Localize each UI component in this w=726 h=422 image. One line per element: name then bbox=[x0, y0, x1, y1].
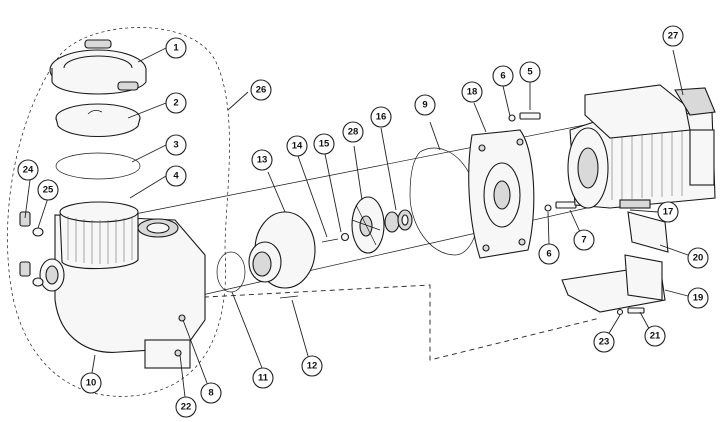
svg-text:23: 23 bbox=[599, 337, 610, 348]
drain-plug-part bbox=[19, 211, 44, 287]
svg-text:7: 7 bbox=[581, 235, 586, 246]
svg-text:27: 27 bbox=[668, 31, 679, 42]
svg-text:24: 24 bbox=[23, 165, 34, 176]
callout-19: 19 bbox=[687, 287, 709, 309]
svg-text:10: 10 bbox=[86, 378, 97, 389]
svg-text:6: 6 bbox=[546, 249, 551, 260]
svg-text:17: 17 bbox=[663, 207, 674, 218]
impeller-screw-part bbox=[321, 232, 350, 243]
svg-text:19: 19 bbox=[693, 293, 704, 304]
lid-part bbox=[55, 103, 141, 138]
seal-plate-part bbox=[468, 129, 535, 259]
callout-16: 16 bbox=[370, 106, 392, 128]
svg-text:2: 2 bbox=[173, 98, 178, 109]
callout-28: 28 bbox=[342, 121, 364, 143]
motor-part bbox=[567, 84, 716, 209]
callout-22: 22 bbox=[175, 396, 197, 418]
lid-ring-part bbox=[49, 39, 147, 95]
callout-8: 8 bbox=[200, 382, 222, 404]
callout-13: 13 bbox=[251, 149, 273, 171]
axis-line bbox=[129, 119, 611, 216]
svg-text:20: 20 bbox=[693, 253, 704, 264]
callout-24: 24 bbox=[17, 159, 39, 181]
shaft-seal-part bbox=[384, 209, 413, 233]
svg-text:22: 22 bbox=[181, 402, 192, 413]
callout-14: 14 bbox=[286, 135, 308, 157]
svg-text:28: 28 bbox=[348, 127, 359, 138]
callout-6-top: 6 bbox=[492, 65, 514, 87]
motor-support-part bbox=[561, 211, 669, 313]
svg-text:15: 15 bbox=[319, 139, 330, 150]
svg-text:18: 18 bbox=[467, 87, 478, 98]
callout-26: 26 bbox=[250, 79, 272, 101]
callout-5: 5 bbox=[519, 61, 541, 83]
callout-11: 11 bbox=[252, 367, 274, 389]
callout-23: 23 bbox=[593, 331, 615, 353]
callout-20: 20 bbox=[687, 247, 709, 269]
callout-18: 18 bbox=[461, 81, 483, 103]
svg-text:9: 9 bbox=[422, 100, 427, 111]
callout-1: 1 bbox=[165, 37, 187, 59]
svg-text:14: 14 bbox=[292, 141, 303, 152]
callout-25: 25 bbox=[37, 179, 59, 201]
diffuser-part bbox=[248, 211, 316, 289]
mounting-bolt-part bbox=[508, 112, 577, 212]
svg-text:4: 4 bbox=[173, 171, 179, 182]
callout-6-bottom: 6 bbox=[538, 243, 560, 265]
support-screw-part bbox=[616, 307, 645, 316]
strainer-group-boundary bbox=[7, 27, 230, 397]
callout-3: 3 bbox=[165, 134, 187, 156]
svg-text:8: 8 bbox=[208, 388, 213, 399]
callout-10: 10 bbox=[80, 372, 102, 394]
svg-text:11: 11 bbox=[258, 373, 269, 384]
callout-4: 4 bbox=[165, 165, 187, 187]
callout-17: 17 bbox=[657, 201, 679, 223]
svg-text:13: 13 bbox=[257, 155, 268, 166]
impeller-part bbox=[351, 196, 385, 254]
callout-21: 21 bbox=[644, 325, 666, 347]
callout-12: 12 bbox=[301, 355, 323, 377]
svg-text:3: 3 bbox=[173, 140, 178, 151]
svg-text:16: 16 bbox=[376, 112, 387, 123]
svg-text:5: 5 bbox=[527, 67, 533, 78]
pump-housing-part bbox=[39, 201, 206, 369]
lid-o-ring-part bbox=[55, 152, 141, 180]
callout-2: 2 bbox=[165, 92, 187, 114]
svg-text:12: 12 bbox=[307, 361, 318, 372]
callout-9: 9 bbox=[414, 94, 436, 116]
svg-text:1: 1 bbox=[173, 43, 179, 54]
diffuser-o-ring-part bbox=[216, 251, 246, 293]
svg-text:26: 26 bbox=[256, 85, 267, 96]
callout-27: 27 bbox=[662, 25, 684, 47]
svg-text:21: 21 bbox=[650, 331, 661, 342]
callout-7: 7 bbox=[573, 229, 595, 251]
alignment-line bbox=[149, 284, 601, 361]
callout-15: 15 bbox=[313, 133, 335, 155]
diffuser-pin-part bbox=[279, 295, 299, 299]
svg-text:6: 6 bbox=[500, 71, 505, 82]
svg-text:25: 25 bbox=[43, 185, 54, 196]
seal-plate-gasket-part bbox=[409, 147, 480, 256]
